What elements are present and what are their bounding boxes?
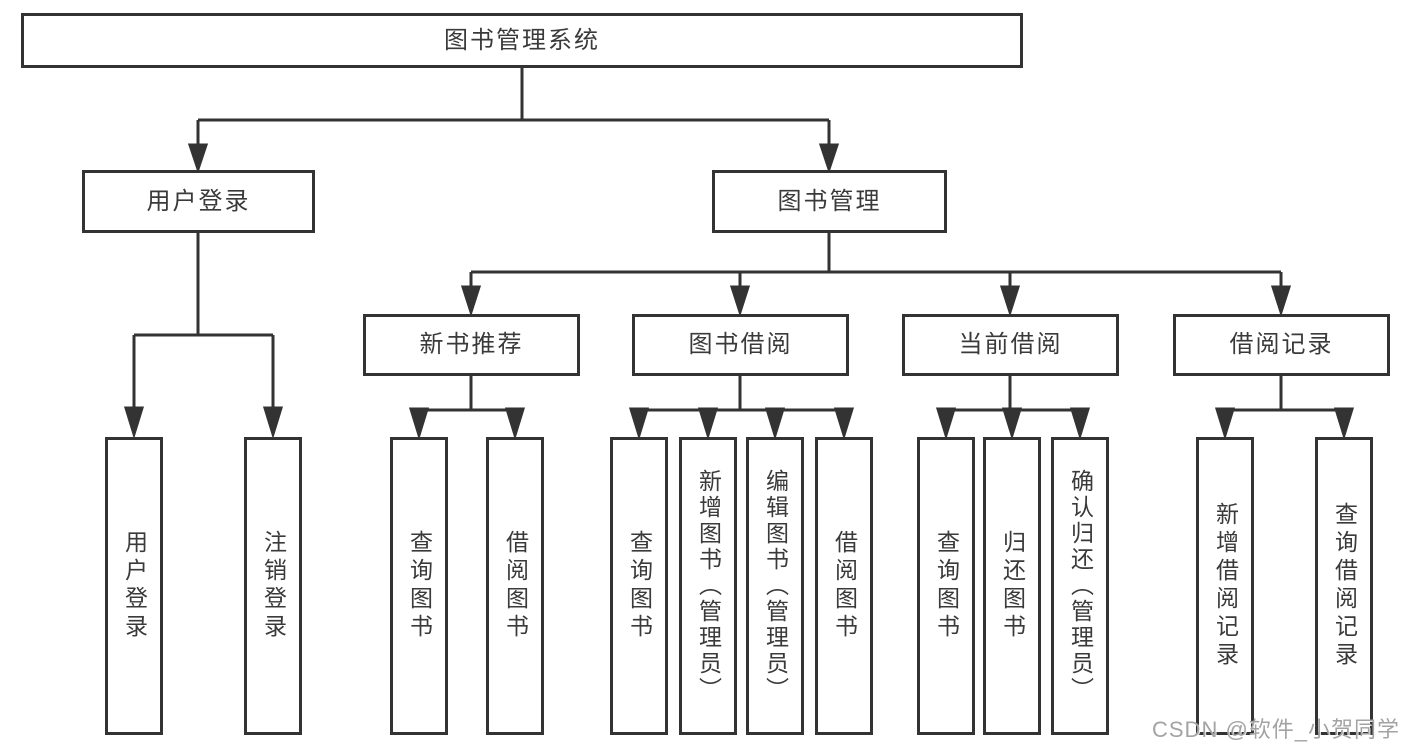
csdn-watermark: CSDN @软件_小贺同学 bbox=[1152, 717, 1401, 742]
connector-user-login-to-leaves bbox=[123, 233, 284, 440]
node-book-management-branch: 图书管理 bbox=[712, 170, 947, 233]
leaf-add-book-admin: 新增图书（管理员） bbox=[679, 437, 737, 735]
leaf-return-book: 归还图书 bbox=[983, 437, 1041, 735]
node-root-system: 图书管理系统 bbox=[21, 13, 1023, 68]
leaf-query-books-borrow: 查询图书 bbox=[610, 437, 668, 735]
connector-current-borrow-to-leaves bbox=[935, 376, 1091, 441]
leaf-logout: 注销登录 bbox=[244, 437, 302, 735]
leaf-query-borrow-record: 查询借阅记录 bbox=[1315, 437, 1373, 735]
leaf-borrow-books-recommend: 借阅图书 bbox=[486, 437, 544, 735]
leaf-confirm-return-admin: 确认归还（管理员） bbox=[1051, 437, 1109, 735]
connector-root-to-level2 bbox=[187, 68, 840, 174]
connector-book-borrow-to-leaves bbox=[628, 376, 855, 441]
leaf-user-login: 用户登录 bbox=[105, 437, 163, 735]
leaf-query-books-recommend: 查询图书 bbox=[390, 437, 448, 735]
node-borrow-records: 借阅记录 bbox=[1173, 314, 1390, 376]
node-user-login-branch: 用户登录 bbox=[82, 170, 315, 233]
leaf-add-borrow-record: 新增借阅记录 bbox=[1196, 437, 1254, 735]
connector-book-management-to-level3 bbox=[460, 233, 1292, 317]
leaf-edit-book-admin: 编辑图书（管理员） bbox=[746, 437, 804, 735]
connector-new-book-to-leaves bbox=[408, 376, 526, 441]
leaf-query-books-current: 查询图书 bbox=[917, 437, 975, 735]
node-book-borrow: 图书借阅 bbox=[632, 314, 849, 376]
connector-borrow-records-to-leaves bbox=[1214, 376, 1355, 441]
leaf-borrow-books: 借阅图书 bbox=[815, 437, 873, 735]
node-new-book-recommend: 新书推荐 bbox=[363, 314, 580, 376]
node-current-borrow: 当前借阅 bbox=[902, 314, 1119, 376]
